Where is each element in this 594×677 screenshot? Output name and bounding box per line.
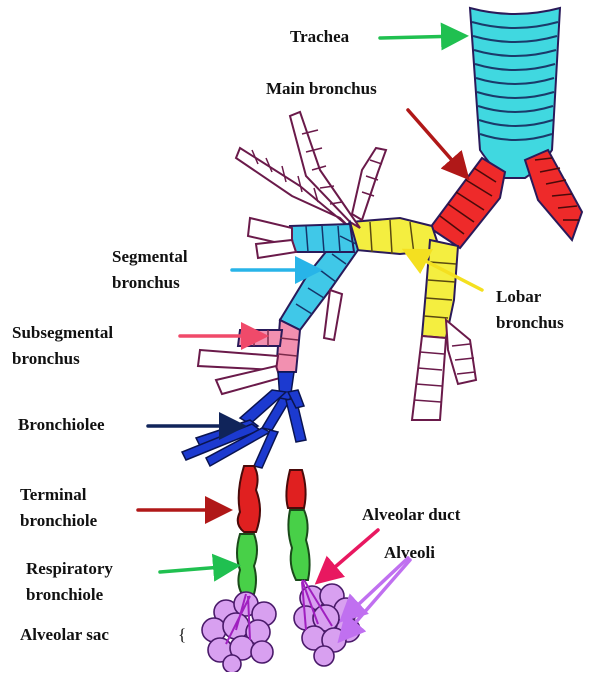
upper-branches bbox=[236, 112, 386, 228]
lobar-label-line2: bronchus bbox=[496, 310, 564, 336]
respiratory-label-line1: Respiratory bbox=[26, 556, 113, 582]
alveoli-label: Alveoli bbox=[384, 540, 435, 566]
alveoli-arrow-1 bbox=[344, 558, 408, 618]
right-main-bronchus bbox=[525, 150, 582, 240]
segmental-label-line1: Segmental bbox=[112, 244, 188, 270]
terminal-label-line2: bronchiole bbox=[20, 508, 97, 534]
main-bronchus-arrow bbox=[408, 110, 465, 175]
subsegmental-twigs bbox=[198, 350, 280, 394]
respiratory-bronchiole-label: Respiratory bronchiole bbox=[26, 556, 113, 608]
subsegmental-label-line1: Subsegmental bbox=[12, 320, 113, 346]
segmental-label-line2: bronchus bbox=[112, 270, 188, 296]
alveolar-duct-label: Alveolar duct bbox=[362, 502, 460, 528]
lobar-bronchus-label: Lobar bronchus bbox=[496, 284, 564, 336]
trachea-arrow bbox=[380, 36, 462, 38]
bronchiolee-label: Bronchiolee bbox=[18, 412, 105, 438]
alveolar-sac-label: Alveolar sac bbox=[20, 622, 109, 648]
terminal-bronchiole-label: Terminal bronchiole bbox=[20, 482, 97, 534]
respiratory-arrow bbox=[160, 566, 234, 572]
lobar-label-line1: Lobar bbox=[496, 284, 564, 310]
alveolar-sac-right bbox=[294, 580, 360, 666]
left-main-bronchus bbox=[430, 158, 505, 248]
alveolar-duct-arrow bbox=[320, 530, 378, 580]
subsegmental-label-line2: bronchus bbox=[12, 346, 113, 372]
alveolar-sac-left bbox=[202, 592, 276, 672]
main-bronchus-label: Main bronchus bbox=[266, 76, 377, 102]
terminal-label-line1: Terminal bbox=[20, 482, 97, 508]
segmental-bronchus-label: Segmental bronchus bbox=[112, 244, 188, 296]
respiratory-label-line2: bronchiole bbox=[26, 582, 113, 608]
alveolar-sac-brace: { bbox=[178, 622, 186, 648]
trachea-label: Trachea bbox=[290, 24, 349, 50]
subsegmental-bronchus-label: Subsegmental bronchus bbox=[12, 320, 113, 372]
